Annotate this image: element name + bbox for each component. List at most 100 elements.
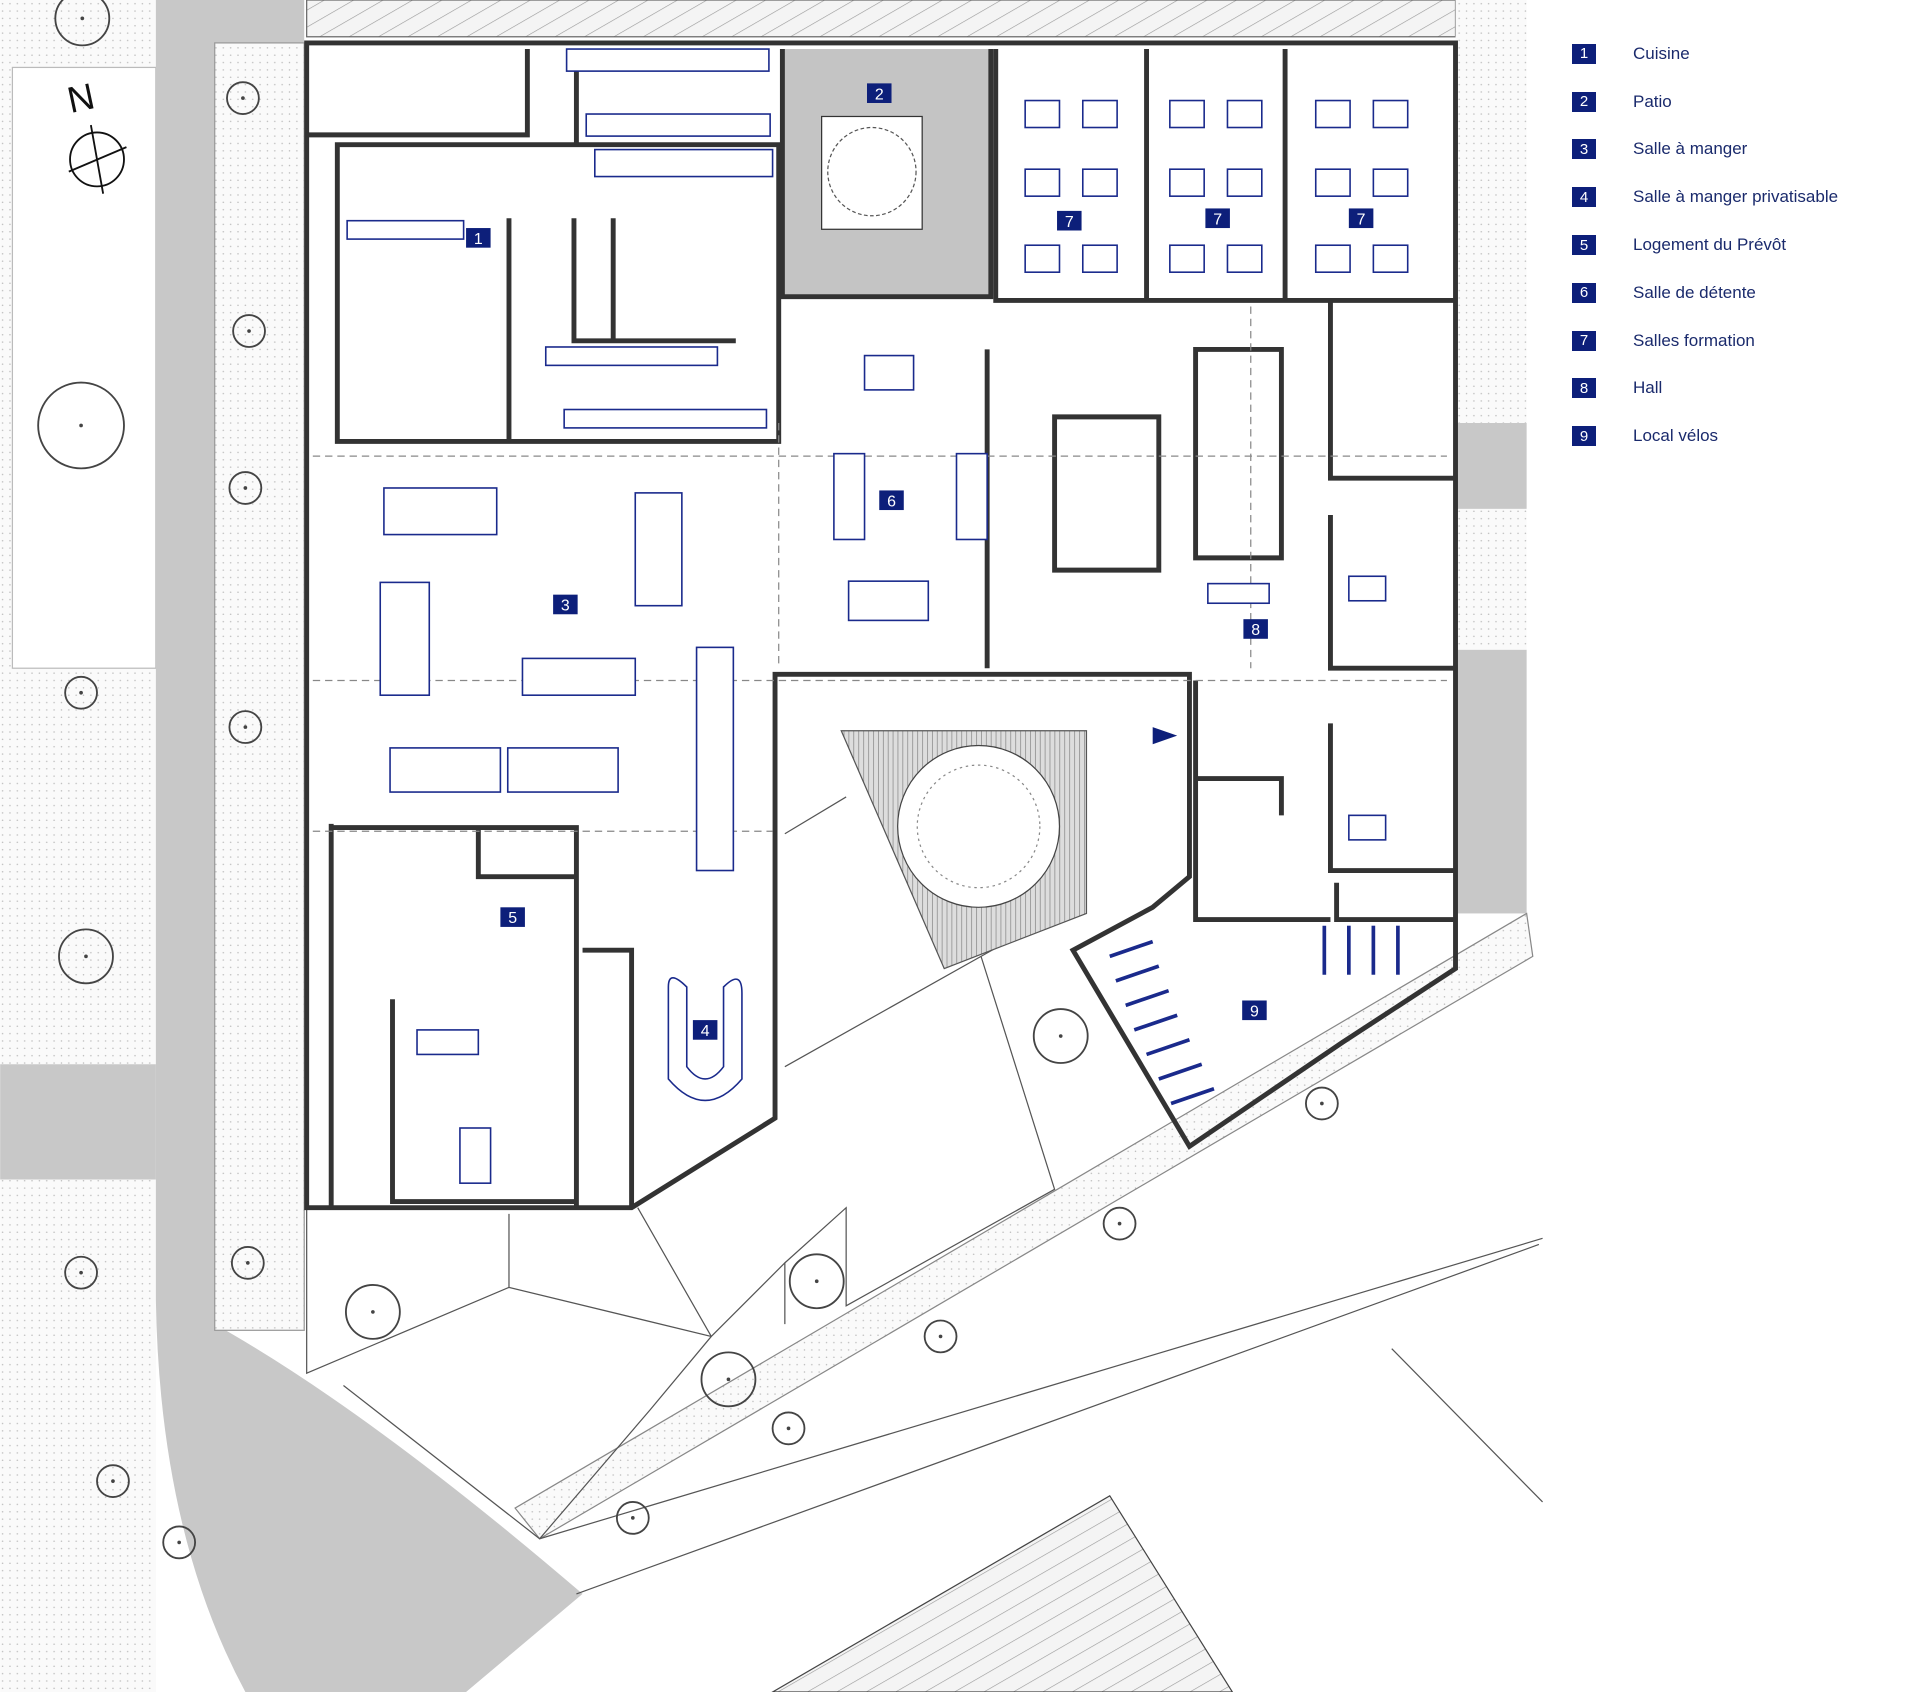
tree-center <box>241 96 245 100</box>
room-label-2: 2 <box>866 83 892 103</box>
furniture-item <box>389 747 502 793</box>
svg-text:1: 1 <box>474 231 483 248</box>
svg-text:4: 4 <box>701 1023 710 1040</box>
tree-icon <box>228 471 263 505</box>
furniture-item <box>1207 582 1270 605</box>
svg-text:8: 8 <box>1251 622 1260 639</box>
tree-center <box>79 690 83 695</box>
furniture-item <box>863 354 915 391</box>
tree-icon <box>228 710 263 744</box>
room-labels: 1 2 3 4 5 6 7 7 7 8 9 <box>466 83 1374 1040</box>
tree-center <box>630 1516 635 1520</box>
desk <box>1372 244 1409 273</box>
tree-icon <box>54 0 111 47</box>
desk <box>1169 99 1205 129</box>
desk <box>1314 168 1351 197</box>
tree-icon <box>700 1351 757 1408</box>
furniture-item <box>544 346 719 367</box>
tree-icon <box>58 928 114 985</box>
furniture-item <box>847 580 930 622</box>
tree-center <box>1058 1034 1063 1038</box>
tree-center <box>177 1540 181 1545</box>
tree-center <box>243 725 248 729</box>
tree-icon <box>788 1253 845 1310</box>
tree-center <box>111 1479 115 1483</box>
desk <box>1226 244 1263 273</box>
tree-icon <box>96 1464 130 1498</box>
room-label-4: 4 <box>692 1020 718 1040</box>
svg-text:7: 7 <box>1065 214 1074 231</box>
u-shaped-table <box>667 977 743 1102</box>
bike-icon <box>1158 1062 1203 1081</box>
svg-text:5: 5 <box>508 910 517 927</box>
desk <box>1081 99 1118 129</box>
desk <box>1024 99 1061 129</box>
furniture-item <box>383 487 498 536</box>
desk <box>1314 244 1351 273</box>
bike-icon <box>1125 988 1170 1008</box>
furniture-item <box>1348 575 1387 602</box>
room-label-7a: 7 <box>1057 210 1082 231</box>
tree-center <box>371 1310 375 1314</box>
tree-icon <box>344 1284 401 1340</box>
room-label-7b: 7 <box>1205 208 1230 228</box>
tree-center <box>726 1377 731 1382</box>
svg-text:7: 7 <box>1357 211 1366 228</box>
desk <box>1169 244 1205 273</box>
desk <box>1226 99 1263 129</box>
desk <box>1314 99 1351 129</box>
furniture-item <box>833 452 866 541</box>
desk <box>1081 244 1118 273</box>
svg-text:6: 6 <box>887 493 896 510</box>
room-label-1: 1 <box>466 228 491 248</box>
furniture-item <box>955 452 988 541</box>
tree-icon <box>1102 1206 1137 1241</box>
furniture-item <box>346 219 465 240</box>
desk <box>1372 99 1409 129</box>
tree-center <box>814 1279 819 1284</box>
tree-icon <box>64 675 98 710</box>
tree-center <box>786 1426 791 1431</box>
desk <box>1081 168 1118 197</box>
road <box>155 0 583 1692</box>
tree-center <box>1117 1221 1122 1226</box>
room-label-3: 3 <box>553 594 578 615</box>
bike-icon <box>1133 1013 1178 1032</box>
furniture-item <box>459 1127 492 1184</box>
tree-icon <box>162 1525 197 1560</box>
desk <box>1226 168 1263 197</box>
furniture-item <box>563 408 768 429</box>
desk <box>1024 168 1061 197</box>
entrance-arrow-icon <box>1152 727 1178 745</box>
furniture-item <box>521 657 637 696</box>
tree-center <box>79 423 83 428</box>
tree-icon <box>230 1246 265 1280</box>
desk <box>1372 168 1409 197</box>
furniture-item <box>506 747 619 793</box>
side-street <box>0 1064 156 1180</box>
tree-icon <box>64 1255 98 1290</box>
bike-racks <box>1109 925 1400 1106</box>
furniture-item <box>594 148 774 178</box>
tree-center <box>938 1334 943 1339</box>
structural-grid <box>312 306 1447 832</box>
tree-icon <box>615 1501 650 1535</box>
bike-icon <box>1145 1037 1191 1057</box>
svg-text:7: 7 <box>1213 211 1222 228</box>
tree-center <box>84 954 88 959</box>
tree-center <box>243 486 248 490</box>
bike-icon <box>1170 1087 1215 1106</box>
room-label-6: 6 <box>879 490 904 510</box>
furniture-item <box>585 113 771 137</box>
furniture-item <box>695 646 735 872</box>
